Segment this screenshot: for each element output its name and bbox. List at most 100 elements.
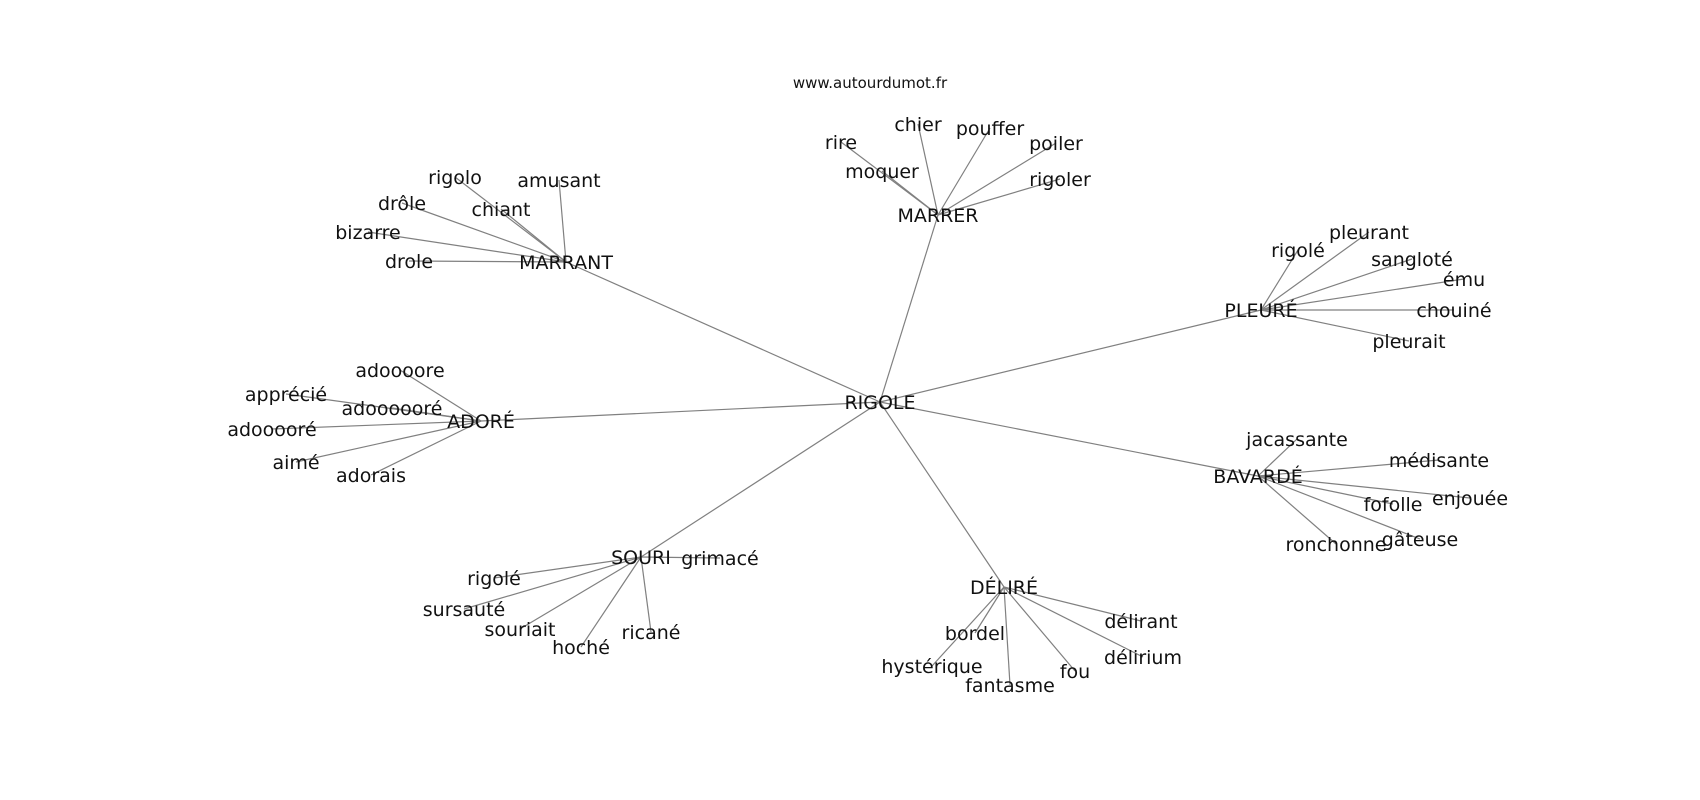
- hub-word: PLEURÉ: [1224, 299, 1297, 322]
- edge-hub-leaf: [271, 420, 482, 430]
- edge-hub-leaf: [640, 556, 652, 633]
- hub-word: ADORÉ: [447, 410, 515, 433]
- edge-hub-leaf: [391, 407, 482, 422]
- edge-root-hub: [879, 309, 1262, 403]
- leaf-word: adoooooré: [342, 398, 443, 420]
- graph-labels: rigolo amusant drôle chiant bizarre drole MARR…: [227, 114, 1508, 697]
- edge-hub-leaf: [1257, 475, 1337, 545]
- leaf-word: grimacé: [681, 548, 758, 570]
- leaf-word: enjouée: [1432, 488, 1508, 510]
- leaf-word: pleurait: [1372, 331, 1445, 353]
- edge-hub-leaf: [931, 586, 1005, 667]
- leaf-word: délirant: [1104, 611, 1177, 633]
- leaf-word: fantasme: [965, 675, 1055, 697]
- leaf-word: ronchonne: [1286, 534, 1387, 556]
- leaf-word: rigolé: [1271, 240, 1325, 262]
- hub-word: SOURI: [611, 547, 671, 569]
- edge-root-hub: [879, 401, 1005, 588]
- edge-hub-leaf: [401, 202, 567, 263]
- leaf-word: délirium: [1104, 647, 1182, 669]
- edge-hub-leaf: [937, 127, 991, 216]
- edge-hub-leaf: [493, 556, 642, 579]
- edge-hub-leaf: [1257, 438, 1298, 477]
- edge-hub-leaf: [1257, 459, 1440, 477]
- leaf-word: sangloté: [1371, 249, 1453, 271]
- leaf-word: rigolé: [467, 568, 521, 590]
- leaf-word: drôle: [378, 193, 426, 215]
- leaf-word: ricané: [622, 622, 681, 644]
- leaf-word: rire: [825, 132, 857, 154]
- leaf-word: moquer: [845, 161, 919, 183]
- edge-hub-leaf: [1260, 278, 1465, 311]
- leaf-word: bizarre: [335, 222, 401, 244]
- hub-word: BAVARDÉ: [1213, 465, 1302, 488]
- leaf-word: rigolo: [428, 167, 482, 189]
- edge-root-hub: [565, 261, 881, 403]
- leaf-word: hoché: [552, 637, 610, 659]
- leaf-word: ému: [1443, 269, 1485, 291]
- leaf-word: apprécié: [245, 384, 327, 406]
- hub-word: MARRANT: [519, 252, 613, 274]
- edge-hub-leaf: [500, 208, 567, 263]
- leaf-word: drole: [385, 251, 433, 273]
- leaf-word: sursauté: [423, 599, 505, 621]
- leaf-word: adoooore: [355, 360, 444, 382]
- edge-hub-leaf: [974, 586, 1005, 634]
- leaf-word: pleurant: [1329, 222, 1409, 244]
- leaf-word: chouiné: [1416, 300, 1491, 322]
- edge-root-hub: [640, 401, 881, 558]
- edge-hub-leaf: [408, 260, 567, 263]
- edge-hub-leaf: [881, 170, 939, 216]
- edge-hub-leaf: [463, 556, 642, 610]
- edge-hub-leaf: [640, 556, 721, 559]
- edge-hub-leaf: [1003, 586, 1076, 672]
- edge-hub-leaf: [937, 178, 1061, 216]
- leaf-word: fofolle: [1364, 494, 1423, 516]
- edge-hub-leaf: [1260, 231, 1370, 311]
- edge-hub-leaf: [1260, 249, 1299, 311]
- leaf-word: adorais: [336, 465, 406, 487]
- graph-edges: [271, 123, 1471, 686]
- edge-hub-leaf: [1257, 475, 1471, 499]
- leaf-word: hystérique: [881, 656, 982, 678]
- leaf-word: souriait: [484, 619, 555, 641]
- hub-word: MARRER: [897, 205, 978, 227]
- hub-word: DÉLIRÉ: [970, 576, 1038, 599]
- leaf-word: rigoler: [1029, 169, 1091, 191]
- leaf-word: fou: [1060, 661, 1090, 683]
- leaf-word: aimé: [272, 452, 319, 474]
- edge-hub-leaf: [454, 176, 567, 263]
- edge-hub-leaf: [917, 123, 939, 216]
- edge-hub-leaf: [1257, 475, 1421, 540]
- edge-hub-leaf: [1003, 586, 1144, 658]
- edge-hub-leaf: [1003, 586, 1142, 622]
- edge-hub-leaf: [295, 420, 482, 463]
- edge-hub-leaf: [1003, 586, 1011, 686]
- edge-hub-leaf: [558, 179, 567, 263]
- leaf-word: gâteuse: [1382, 529, 1458, 551]
- leaf-word: jacassante: [1245, 429, 1348, 451]
- leaf-word: bordel: [945, 623, 1005, 645]
- edge-hub-leaf: [580, 556, 642, 648]
- edge-hub-leaf: [1260, 309, 1410, 342]
- edge-root-hub: [879, 401, 1259, 477]
- edge-hub-leaf: [367, 231, 567, 263]
- leaf-word: médisante: [1389, 450, 1489, 472]
- edge-hub-leaf: [937, 142, 1057, 216]
- edge-hub-leaf: [399, 369, 482, 422]
- edge-hub-leaf: [370, 420, 482, 476]
- leaf-word: adooooré: [227, 419, 316, 441]
- site-url: www.autourdumot.fr: [793, 74, 948, 92]
- edge-root-hub: [879, 214, 939, 403]
- leaf-word: amusant: [517, 170, 600, 192]
- edge-hub-leaf: [1257, 475, 1394, 505]
- leaf-word: pouffer: [956, 118, 1025, 140]
- edge-hub-leaf: [519, 556, 642, 630]
- leaf-word: chiant: [472, 199, 531, 221]
- leaf-word: poiler: [1029, 133, 1083, 155]
- edge-hub-leaf: [1260, 258, 1413, 311]
- root-word: RIGOLE: [844, 392, 915, 414]
- edge-root-hub: [480, 401, 881, 422]
- leaf-word: chier: [894, 114, 941, 136]
